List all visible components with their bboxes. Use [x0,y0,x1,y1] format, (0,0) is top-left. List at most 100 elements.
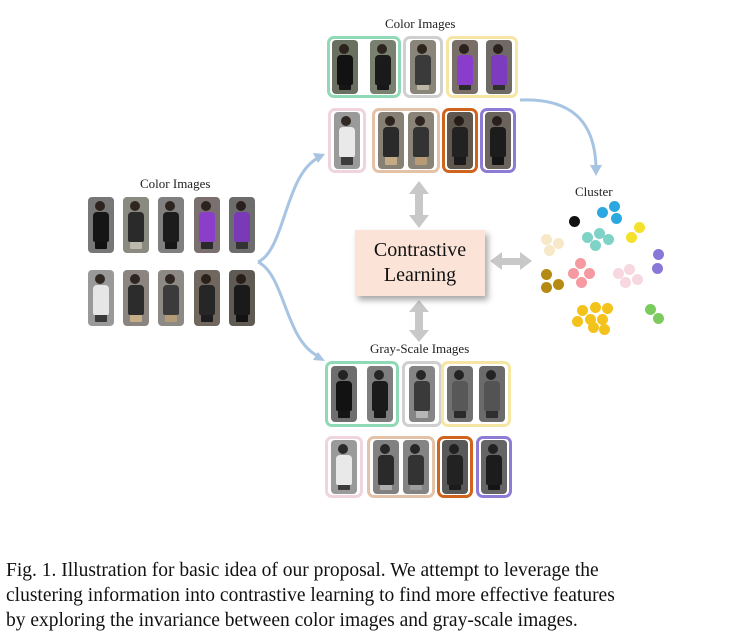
caption-line-1: Fig. 1. Illustration for basic idea of o… [6,560,599,581]
group-frame-green [325,361,399,427]
group-frame-orange [437,436,473,498]
cluster-dot-lightpink [620,277,631,288]
box-line-1: Contrastive [373,239,467,261]
cluster-dot-yellow [626,232,637,243]
group-frame-green [327,36,401,98]
cluster-dot-salmon [575,258,586,269]
person-image-gray [442,440,468,494]
label-cluster: Cluster [575,184,613,199]
double-arrow-down [409,300,429,342]
cluster-dot-purple [652,263,663,274]
group-frame-yellow [441,361,511,427]
cluster-dot-blue [597,207,608,218]
person-image [194,197,220,253]
group-frame-pink [325,436,363,498]
person-image-gray [373,440,399,494]
cluster-dot-yellow [634,222,645,233]
caption-line-2: clustering information into contrastive … [6,585,615,606]
cluster-dot-blue [609,201,620,212]
person-image [486,40,512,94]
person-image [194,270,220,326]
contrastive-learning-box: Contrastive Learning [355,230,485,296]
group-frame-yellow [446,36,518,98]
arrowhead-top [313,153,325,163]
person-image [485,112,511,169]
person-image-gray [479,366,505,422]
cluster-dot-blue [611,213,622,224]
person-image-gray [367,366,393,422]
arrowhead-cluster [590,165,602,176]
label-gray-scale-images: Gray-Scale Images [370,341,470,356]
person-image [332,40,358,94]
arrow-left-to-top [257,156,319,264]
cluster-dot-green [653,313,664,324]
person-image-gray [403,440,429,494]
cluster-dot-ochre [541,269,552,280]
cluster-dot-teal [590,240,601,251]
group-frame-tan [367,436,435,498]
box-line-2: Learning [383,264,457,286]
person-image [229,197,255,253]
cluster-dot-teal [582,232,593,243]
cluster-dot-black [569,216,580,227]
cluster-dot-salmon [576,277,587,288]
person-image [88,197,114,253]
cluster-dot-teal [594,228,605,239]
person-image [447,112,473,169]
cluster-dot-gold [602,303,613,314]
person-image [378,112,404,169]
person-image-gray [331,440,357,494]
cluster-dot-lightpink [613,268,624,279]
caption-line-3: by exploring the invariance between colo… [6,610,578,631]
cluster-dot-gold [577,305,588,316]
person-image-gray [409,366,435,422]
person-image [410,40,436,94]
label-color-images-left: Color Images [140,176,211,191]
person-image [123,197,149,253]
group-frame-gray [402,361,442,427]
person-image [452,40,478,94]
cluster-dot-ochre [553,279,564,290]
group-frame-gray [403,36,443,98]
cluster-dot-salmon [568,268,579,279]
arrow-top-to-cluster [519,98,598,169]
cluster-dot-salmon [584,268,595,279]
group-frame-tan [372,108,440,173]
person-image-gray [447,366,473,422]
person-image-gray [331,366,357,422]
cluster-dot-gold [597,314,608,325]
person-image-gray [481,440,507,494]
figure-caption: Fig. 1. Illustration for basic idea of o… [6,558,741,633]
person-image [88,270,114,326]
double-arrow-right [490,252,532,270]
group-frame-purple [480,108,516,173]
group-frame-orange [442,108,478,173]
cluster-dot-green [645,304,656,315]
arrow-left-to-bottom [257,260,319,358]
person-image [229,270,255,326]
cluster-dot-cream [544,245,555,256]
cluster-dot-gold [590,302,601,313]
person-image [123,270,149,326]
label-color-images-top: Color Images [385,16,456,31]
cluster-dot-gold [588,322,599,333]
cluster-dot-lightpink [624,264,635,275]
cluster-dot-cream [541,234,552,245]
person-image [158,197,184,253]
person-image [158,270,184,326]
cluster-dot-teal [603,234,614,245]
group-frame-purple [476,436,512,498]
person-image [334,112,360,169]
cluster-dot-purple [653,249,664,260]
person-image [370,40,396,94]
cluster-dot-gold [572,316,583,327]
cluster-dot-lightpink [632,274,643,285]
group-frame-pink [328,108,366,173]
double-arrow-up [409,181,429,228]
cluster-dot-cream [553,238,564,249]
arrowhead-bottom [313,352,325,361]
cluster-dot-ochre [541,282,552,293]
person-image [408,112,434,169]
cluster-dot-gold [599,324,610,335]
